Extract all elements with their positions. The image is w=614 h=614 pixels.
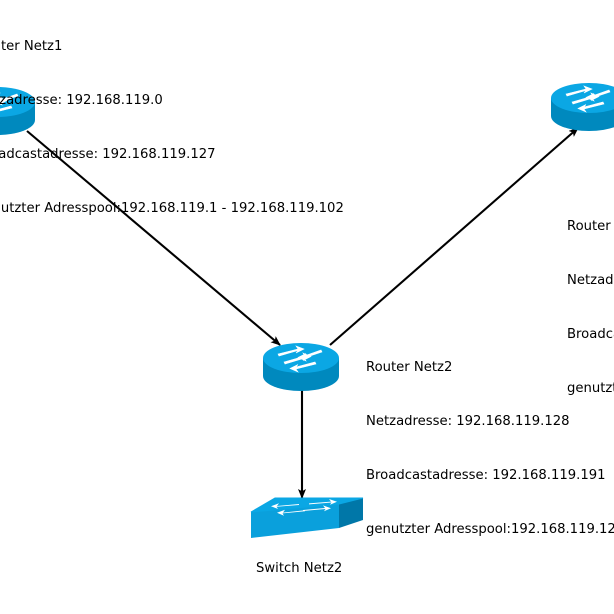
netz3-line-broadcast: Broadcastadresse: 192.168.119.255: [567, 327, 614, 342]
netz3-line-pool: genutzter Adresspool:192.168.119.193 - 1…: [567, 381, 614, 396]
router-netz1-info: Router Netz1 Netzadresse: 192.168.119.0 …: [0, 2, 344, 254]
router-netz3-info: Router Netz3 Netzadresse: 192.168.119.19…: [567, 182, 614, 434]
netz2-line-title: Router Netz2: [366, 360, 453, 375]
netz1-line-pool: genutzter Adresspool:192.168.119.1 - 192…: [0, 201, 344, 216]
netz2-line-pool: genutzter Adresspool:192.168.119.129 - 1…: [366, 522, 614, 537]
switch-netz2-label: Switch Netz2: [256, 561, 343, 576]
router-netz2-info: Router Netz2 Netzadresse: 192.168.119.12…: [366, 323, 614, 575]
netz1-line-title: Router Netz1: [0, 39, 63, 54]
router-netz2[interactable]: [260, 338, 342, 400]
switch-netz2[interactable]: [247, 494, 369, 546]
netz3-line-netzadresse: Netzadresse: 192.168.119.192: [567, 273, 614, 288]
netz2-line-broadcast: Broadcastadresse: 192.168.119.191: [366, 468, 606, 483]
link-netz2-to-netz3: [329, 127, 579, 346]
router-netz1[interactable]: [0, 82, 38, 144]
link-netz1-to-netz2: [26, 130, 281, 346]
netz3-line-title: Router Netz3: [567, 219, 611, 234]
router-netz3[interactable]: [548, 78, 614, 140]
netz1-line-broadcast: Broadcastadresse: 192.168.119.127: [0, 147, 216, 162]
netz2-line-netzadresse: Netzadresse: 192.168.119.128: [366, 414, 570, 429]
netz1-line-netzadresse: Netzadresse: 192.168.119.0: [0, 93, 163, 108]
